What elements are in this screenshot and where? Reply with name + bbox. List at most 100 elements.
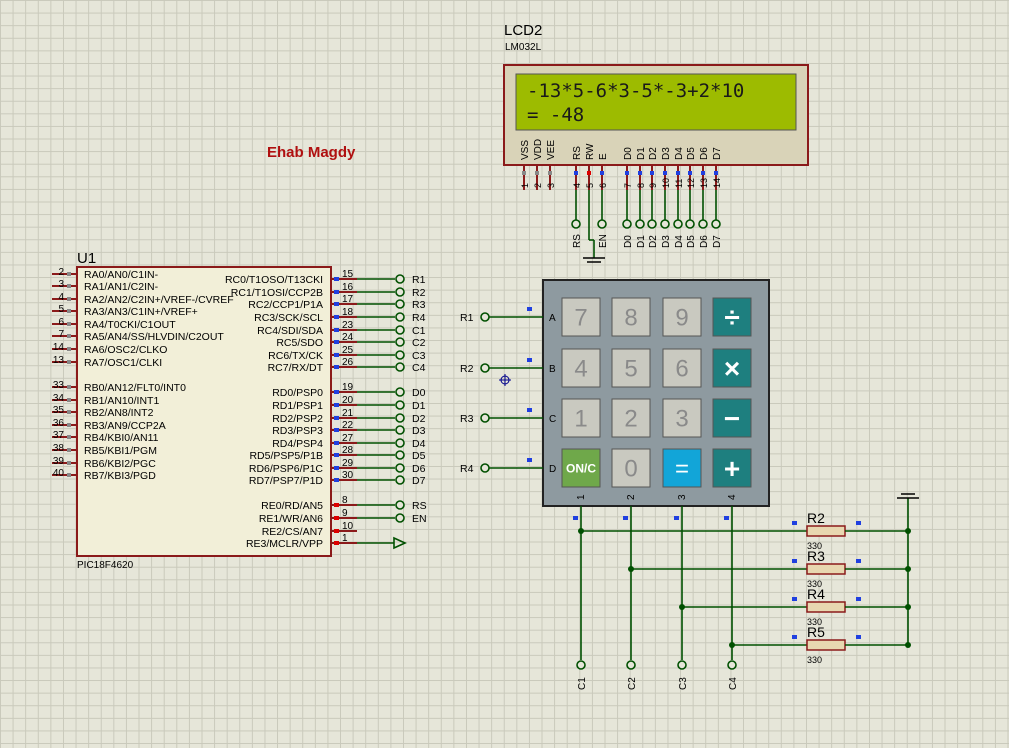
mcu-net-terminal[interactable] [395,463,405,473]
svg-text:+: + [724,453,740,484]
mcu-pin-number: 18 [342,307,354,318]
mcu-pin-label: RB3/AN9/CCP2A [84,420,166,432]
keypad-key[interactable]: 5 [611,348,651,388]
lcd-net-terminal[interactable] [711,219,721,229]
lcd-net-terminal[interactable] [622,219,632,229]
keypad-key[interactable]: + [712,448,752,488]
keypad-key[interactable]: 4 [561,348,601,388]
mcu-net-terminal[interactable] [395,413,405,423]
mcu-net-terminal[interactable] [395,387,405,397]
mcu-pin-number: 10 [342,521,354,532]
svg-text:4: 4 [574,356,587,383]
mcu-pin-label: RD3/PSP3 [272,425,323,437]
mcu-pin-number: 1 [342,533,348,544]
mcu-pin-label: RD7/PSP7/P1D [249,475,324,487]
lcd-net-terminal[interactable] [685,219,695,229]
lcd-pin-name: VSS [520,140,531,160]
mcu-net-terminal[interactable] [395,425,405,435]
mcu-net-label: R2 [412,287,426,299]
keypad-row-terminal[interactable] [480,413,490,423]
keypad-key[interactable]: = [662,448,702,488]
svg-text:÷: ÷ [724,302,739,333]
mcu-pin-label: RE0/RD/AN5 [261,500,323,512]
keypad-row-terminal[interactable] [480,312,490,322]
mcu-pin-label: RD2/PSP2 [272,413,323,425]
lcd-model: LM032L [505,42,542,53]
mcu-net-terminal[interactable] [395,350,405,360]
lcd-net-terminal[interactable] [647,219,657,229]
mcu-net-terminal[interactable] [395,299,405,309]
keypad-col-net-label: C3 [678,677,689,690]
keypad-col-terminal[interactable] [727,660,737,670]
keypad-key[interactable]: ÷ [712,297,752,337]
lcd-pin-name: D5 [686,147,697,160]
mcu-pin-number: 15 [342,269,354,280]
mcu-net-terminal[interactable] [395,362,405,372]
mcu-pin-label: RE3/MCLR/VPP [246,538,323,550]
lcd-net-terminal[interactable] [635,219,645,229]
lcd-pin-number: 6 [598,183,608,188]
keypad-row-terminal[interactable] [480,363,490,373]
resistor-ref: R2 [807,510,825,526]
lcd-pin-number: 7 [623,183,633,188]
lcd-pin-name: VDD [533,139,544,160]
lcd-pin-number: 12 [686,178,696,188]
keypad-row-terminal[interactable] [480,463,490,473]
keypad-col-terminal[interactable] [677,660,687,670]
mcu-pin-label: RA3/AN3/C1IN+/VREF+ [84,306,198,318]
keypad-col-label: 4 [727,494,738,500]
mcu-net-terminal[interactable] [395,312,405,322]
mcu-net-terminal[interactable] [395,475,405,485]
lcd-net-terminal[interactable] [698,219,708,229]
lcd-pin-name: VEE [546,140,557,160]
mcu-net-terminal[interactable] [395,325,405,335]
keypad-col-terminal[interactable] [576,660,586,670]
keypad-key[interactable]: 0 [611,448,651,488]
lcd-net-terminal[interactable] [597,219,607,229]
mcu-net-terminal[interactable] [395,400,405,410]
keypad-key[interactable]: 7 [561,297,601,337]
mcu-net-label: C4 [412,362,426,374]
lcd-pin-name: D6 [699,147,710,160]
lcd-net-terminal[interactable] [660,219,670,229]
resistor-ref: R4 [807,586,825,602]
lcd-net-terminal[interactable] [571,219,581,229]
mcu-pin-number: 23 [342,320,354,331]
keypad-key[interactable]: 2 [611,398,651,438]
svg-text:8: 8 [624,305,637,332]
keypad-col-label: 1 [576,494,587,500]
mcu-net-terminal[interactable] [395,274,405,284]
mcu-net-terminal[interactable] [395,513,405,523]
mcu-pin-number: 21 [342,408,354,419]
lcd-component[interactable]: LCD2 LM032L -13*5-6*3-5*-3+2*10 = -48 VS… [503,22,809,263]
mcu-pin-label: RD6/PSP6/P1C [249,463,324,475]
mcu-pin-number: 14 [53,342,65,353]
keypad-key[interactable]: × [712,348,752,388]
keypad-key[interactable]: ON/C [561,448,601,488]
keypad-key[interactable]: 3 [662,398,702,438]
keypad-key[interactable]: − [712,398,752,438]
mcu-net-terminal[interactable] [395,287,405,297]
keypad-key[interactable]: 6 [662,348,702,388]
mcu-pin-number: 29 [342,458,354,469]
mcu-net-terminal[interactable] [395,500,405,510]
mcu-net-terminal[interactable] [395,337,405,347]
mcu-net-label: D6 [412,463,426,475]
mcu-pin-number: 3 [58,279,64,290]
mcu-net-label: D7 [412,475,426,487]
keypad-key[interactable]: 8 [611,297,651,337]
keypad-col-terminal[interactable] [626,660,636,670]
keypad-key[interactable]: 1 [561,398,601,438]
keypad-key[interactable]: 9 [662,297,702,337]
resistor-ref: R3 [807,548,825,564]
lcd-net-terminal[interactable] [673,219,683,229]
mcu-pin-label: RC0/T1OSO/T13CKI [225,274,323,286]
mcu-net-terminal[interactable] [395,438,405,448]
mcu-net-terminal[interactable] [395,450,405,460]
